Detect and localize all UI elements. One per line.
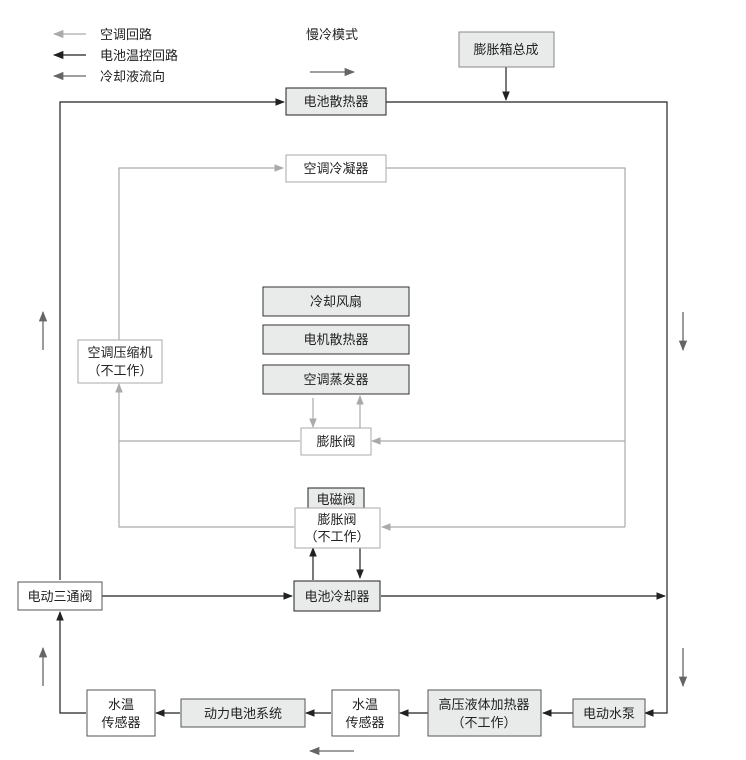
legend-ac-loop-label: 空调回路 (100, 27, 152, 43)
electric-3way-valve-box: 电动三通阀 (17, 581, 103, 611)
water-temp-sensor-left-line1: 水温 (108, 698, 134, 713)
battery-chiller-label: 电池冷却器 (304, 590, 369, 605)
legend: 空调回路 电池温控回路 冷却液流向 (52, 27, 178, 85)
electric-water-pump-box: 电动水泵 (572, 698, 646, 728)
battery-radiator-box: 电池散热器 (285, 87, 387, 116)
ac-compressor-label-line1: 空调压缩机 (87, 345, 152, 361)
mode-label: 慢冷模式 (306, 27, 358, 43)
power-battery-system-box: 动力电池系统 (180, 698, 306, 728)
cooling-fan-label: 冷却风扇 (310, 294, 362, 310)
ac-condenser-box: 空调冷凝器 (285, 154, 387, 183)
expansion-valve-box: 膨胀阀 (300, 427, 372, 456)
hv-liquid-heater-line1: 高压液体加热器 (438, 697, 529, 713)
water-temp-sensor-left-box: 水温 传感器 (86, 689, 156, 737)
water-temp-sensor-mid-box: 水温 传感器 (331, 689, 400, 737)
solenoid-valve-label: 电磁阀 (316, 493, 355, 508)
expansion-tank-box: 膨胀箱总成 (458, 31, 555, 68)
legend-battery-loop-label: 电池温控回路 (100, 48, 178, 64)
power-battery-system-label: 动力电池系统 (204, 707, 282, 722)
electric-water-pump-label: 电动水泵 (583, 707, 635, 722)
legend-coolant-flow-label: 冷却液流向 (100, 69, 165, 85)
cooling-fan-box: 冷却风扇 (262, 286, 410, 317)
motor-radiator-label: 电机散热器 (303, 333, 368, 348)
water-temp-sensor-left-line2: 传感器 (101, 715, 140, 731)
motor-radiator-box: 电机散热器 (262, 324, 410, 355)
battery-chiller-box: 电池冷却器 (293, 580, 381, 612)
water-temp-sensor-mid-line1: 水温 (352, 698, 378, 713)
battery-loop-lines (56, 67, 668, 717)
ac-evaporator-label: 空调蒸发器 (303, 372, 368, 388)
water-temp-sensor-mid-line2: 传感器 (345, 715, 384, 731)
ac-compressor-box: 空调压缩机 （不工作） (77, 339, 163, 384)
ac-compressor-label-line2: （不工作） (87, 364, 152, 379)
ac-evaporator-box: 空调蒸发器 (262, 364, 410, 395)
hv-liquid-heater-box: 高压液体加热器 （不工作） (427, 689, 542, 737)
expansion-valve-label: 膨胀阀 (316, 435, 355, 450)
expansion-valve-inactive-label-line2: （不工作） (304, 530, 369, 545)
solenoid-valve-box: 电磁阀 (307, 487, 365, 511)
battery-radiator-label: 电池散热器 (303, 95, 368, 110)
ac-loop-lines (115, 164, 626, 531)
ac-condenser-label: 空调冷凝器 (303, 161, 368, 177)
expansion-tank-label: 膨胀箱总成 (473, 42, 538, 58)
expansion-valve-inactive-label-line1: 膨胀阀 (317, 513, 356, 528)
hv-liquid-heater-line2: （不工作） (451, 716, 516, 731)
expansion-valve-inactive-box: 膨胀阀 （不工作） (294, 507, 381, 549)
electric-3way-valve-label: 电动三通阀 (27, 590, 92, 605)
